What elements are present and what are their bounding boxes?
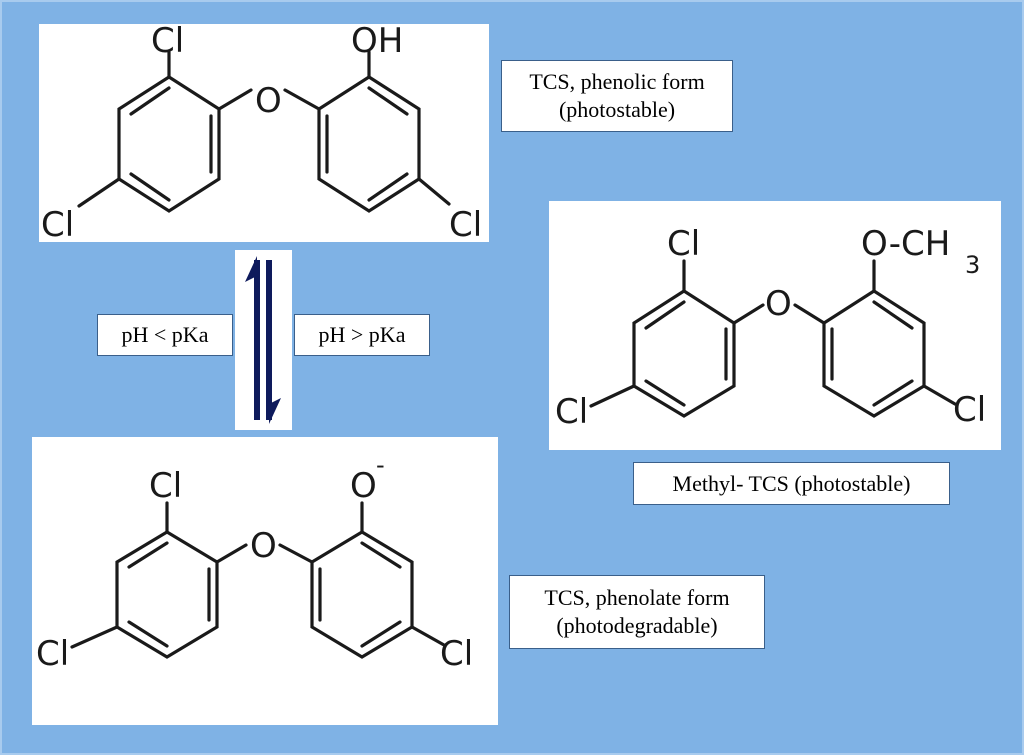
phenolic-label-line1: TCS, phenolic form — [529, 69, 705, 94]
left-ring-double-bond — [127, 620, 169, 648]
cl-bond — [922, 384, 957, 406]
left-ring — [115, 530, 219, 659]
atom-cl-left: Cl — [41, 205, 74, 242]
ether-bond — [793, 303, 826, 325]
ether-bond — [732, 303, 765, 325]
phenolate-label-line1: TCS, phenolate form — [544, 585, 730, 610]
atom-o-bridge: O — [765, 284, 792, 324]
methyl-structure-panel: Cl O-CH 3 O Cl Cl — [549, 201, 1001, 450]
equilibrium-arrow-box — [235, 250, 292, 430]
left-ring — [632, 289, 736, 418]
phenolic-structure-panel: Cl OH O Cl Cl — [39, 24, 489, 242]
atom-cl-right: Cl — [440, 634, 473, 674]
atom-cl-left: Cl — [555, 392, 588, 432]
left-ring-double-bond — [644, 379, 686, 407]
arrow-up-head — [245, 256, 257, 282]
atom-cl-right: Cl — [449, 205, 482, 242]
atom-o-bridge: O — [255, 81, 282, 121]
condition-left-text: pH < pKa — [121, 322, 209, 347]
cl-bond — [77, 177, 121, 208]
left-ring-double-bond — [129, 86, 171, 116]
left-ring-double-bond — [644, 300, 686, 330]
atom-sub-3: 3 — [965, 251, 980, 279]
condition-right-text: pH > pKa — [318, 322, 406, 347]
atom-cl-top: Cl — [149, 466, 182, 506]
ether-bond — [278, 543, 314, 564]
right-ring-double-bond — [872, 300, 914, 330]
cl-bond — [70, 625, 119, 649]
phenolic-label-line2: (photostable) — [558, 97, 676, 122]
right-ring — [317, 75, 421, 213]
condition-right: pH > pKa — [294, 314, 430, 356]
cl-bond — [410, 625, 446, 647]
atom-o-ch: O-CH — [861, 224, 950, 264]
equilibrium-arrows — [245, 256, 281, 424]
atom-cl-top: Cl — [151, 24, 184, 61]
atom-oh: OH — [351, 24, 403, 61]
phenolate-label-line2: (photodegradable) — [556, 613, 718, 638]
ether-bond — [217, 88, 253, 111]
atom-o-bridge: O — [250, 526, 277, 566]
left-ring-double-bond — [129, 172, 171, 202]
phenolic-structure: Cl OH O Cl Cl — [41, 24, 482, 242]
methyl-label-text: Methyl- TCS (photostable) — [672, 470, 911, 496]
ether-bond — [215, 543, 248, 564]
phenolate-structure: Cl O - O Cl Cl — [36, 451, 473, 674]
left-ring — [117, 75, 221, 213]
cl-bond — [589, 384, 636, 408]
right-ring-double-bond — [872, 379, 914, 407]
right-ring — [310, 530, 414, 659]
left-ring-double-bond — [127, 541, 169, 569]
right-ring-double-bond — [360, 541, 402, 569]
phenolic-label: TCS, phenolic form (photostable) — [501, 60, 733, 132]
right-ring-double-bond — [360, 620, 402, 648]
methyl-structure: Cl O-CH 3 O Cl Cl — [555, 224, 986, 432]
condition-left: pH < pKa — [97, 314, 233, 356]
atom-cl-top: Cl — [667, 224, 700, 264]
atom-cl-left: Cl — [36, 634, 69, 674]
ether-bond — [283, 88, 321, 111]
right-ring-double-bond — [367, 172, 409, 202]
phenolate-structure-panel: Cl O - O Cl Cl — [32, 437, 498, 725]
atom-o-minus: O — [350, 466, 377, 506]
right-ring — [822, 289, 926, 418]
atom-cl-right: Cl — [953, 390, 986, 430]
cl-bond — [417, 177, 451, 206]
right-ring-double-bond — [367, 86, 409, 116]
atom-charge: - — [376, 451, 385, 479]
arrow-down-head — [269, 398, 281, 424]
methyl-label: Methyl- TCS (photostable) — [633, 462, 950, 505]
phenolate-label: TCS, phenolate form (photodegradable) — [509, 575, 765, 649]
